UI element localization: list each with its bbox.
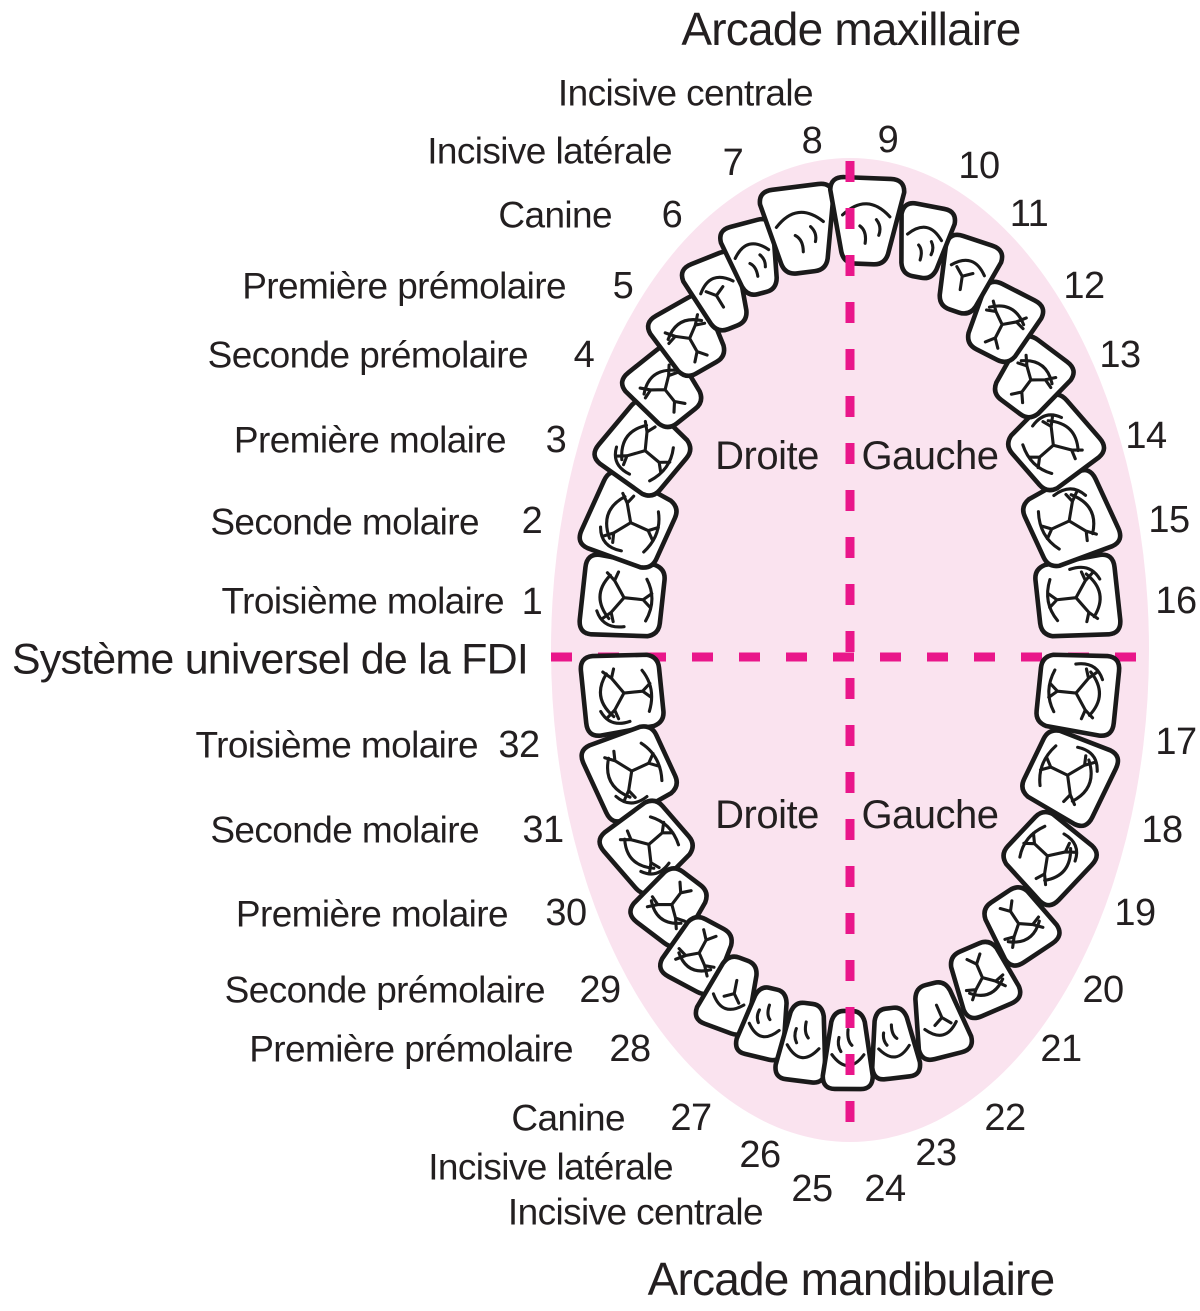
- upper-tooth-16: [1033, 552, 1123, 639]
- upper-label-lateral-incisor: Incisive latérale: [427, 130, 672, 172]
- tooth-number-22: 22: [984, 1097, 1026, 1139]
- lower-tooth-14: [1001, 809, 1100, 908]
- tooth-number-13: 13: [1099, 334, 1141, 376]
- title-maxillary-arch: Arcade maxillaire: [681, 3, 1021, 55]
- upper-tooth-6: [679, 249, 749, 333]
- tooth-number-6: 6: [661, 194, 683, 236]
- tooth-number-29: 29: [579, 969, 621, 1011]
- lower-label-canine: Canine: [511, 1097, 625, 1139]
- lower-label-second-molar: Seconde molaire: [210, 809, 479, 851]
- quadrant-label-lower-left: Gauche: [861, 793, 999, 837]
- tooth-number-2: 2: [521, 500, 543, 542]
- tooth-number-30: 30: [545, 892, 587, 934]
- tooth-number-16: 16: [1155, 580, 1197, 622]
- upper-tooth-15: [1020, 467, 1123, 569]
- tooth-number-17: 17: [1155, 721, 1197, 763]
- tooth-number-9: 9: [877, 119, 899, 161]
- lower-label-second-premolar: Seconde prémolaire: [224, 969, 546, 1011]
- upper-tooth-7: [718, 216, 779, 297]
- lower-label-lateral-incisor: Incisive latérale: [428, 1146, 673, 1188]
- tooth-number-3: 3: [545, 419, 567, 461]
- lower-label-first-molar: Première molaire: [235, 893, 509, 935]
- tooth-number-4: 4: [573, 334, 595, 376]
- tooth-number-27: 27: [670, 1097, 712, 1139]
- lower-label-central-incisor: Incisive centrale: [507, 1191, 764, 1233]
- tooth-number-25: 25: [791, 1168, 833, 1210]
- tooth-number-10: 10: [958, 145, 1000, 187]
- tooth-number-15: 15: [1148, 499, 1190, 541]
- upper-label-first-molar: Première molaire: [233, 419, 507, 461]
- lower-tooth-12: [948, 939, 1023, 1021]
- lower-tooth-6: [693, 954, 759, 1037]
- tooth-number-32: 32: [498, 724, 540, 766]
- lower-tooth-15: [1020, 728, 1121, 829]
- upper-label-second-premolar: Seconde prémolaire: [207, 334, 529, 376]
- lower-tooth-11: [913, 980, 975, 1063]
- tooth-number-7: 7: [722, 142, 744, 184]
- lower-tooth-10: [869, 1005, 923, 1082]
- upper-teeth-group: [577, 174, 1123, 639]
- tooth-number-31: 31: [522, 809, 564, 851]
- lower-tooth-1: [578, 652, 666, 739]
- tooth-number-19: 19: [1114, 892, 1156, 934]
- upper-label-first-premolar: Première prémolaire: [242, 265, 566, 307]
- quadrant-label-lower-right: Droite: [715, 793, 819, 837]
- tooth-number-23: 23: [915, 1132, 957, 1174]
- tooth-number-21: 21: [1040, 1028, 1082, 1070]
- upper-tooth-11: [937, 232, 1005, 316]
- upper-label-third-molar: Troisième molaire: [221, 580, 505, 622]
- upper-tooth-12: [965, 279, 1046, 365]
- tooth-number-8: 8: [801, 120, 823, 162]
- quadrant-label-upper-right: Droite: [715, 434, 819, 478]
- tooth-number-11: 11: [1009, 193, 1049, 235]
- lower-label-third-molar: Troisième molaire: [195, 724, 479, 766]
- tooth-number-18: 18: [1141, 809, 1183, 851]
- lower-tooth-13: [982, 885, 1062, 968]
- lower-label-first-premolar: Première prémolaire: [249, 1028, 573, 1070]
- lower-tooth-2: [579, 724, 680, 824]
- tooth-number-28: 28: [609, 1028, 651, 1070]
- title-mandibular-arch: Arcade mandibulaire: [647, 1253, 1056, 1305]
- lower-tooth-8: [773, 1000, 828, 1085]
- tooth-number-24: 24: [864, 1168, 906, 1210]
- upper-tooth-8: [757, 181, 836, 276]
- upper-tooth-10: [899, 200, 958, 281]
- quadrant-label-upper-left: Gauche: [861, 434, 999, 478]
- label-fdi-universal-system: Système universel de la FDI: [11, 635, 529, 684]
- tooth-number-12: 12: [1063, 265, 1105, 307]
- lower-tooth-7: [733, 985, 789, 1063]
- lower-tooth-16: [1034, 652, 1122, 739]
- tooth-number-1: 1: [521, 581, 543, 623]
- tooth-number-5: 5: [612, 265, 634, 307]
- tooth-number-14: 14: [1125, 415, 1167, 457]
- tooth-number-20: 20: [1082, 969, 1124, 1011]
- upper-label-central-incisor: Incisive centrale: [557, 72, 814, 114]
- upper-label-second-molar: Seconde molaire: [210, 501, 479, 543]
- tooth-number-26: 26: [739, 1134, 781, 1176]
- lower-tooth-9: [820, 1008, 876, 1092]
- lower-teeth-group: [578, 652, 1122, 1092]
- upper-label-canine: Canine: [498, 194, 612, 236]
